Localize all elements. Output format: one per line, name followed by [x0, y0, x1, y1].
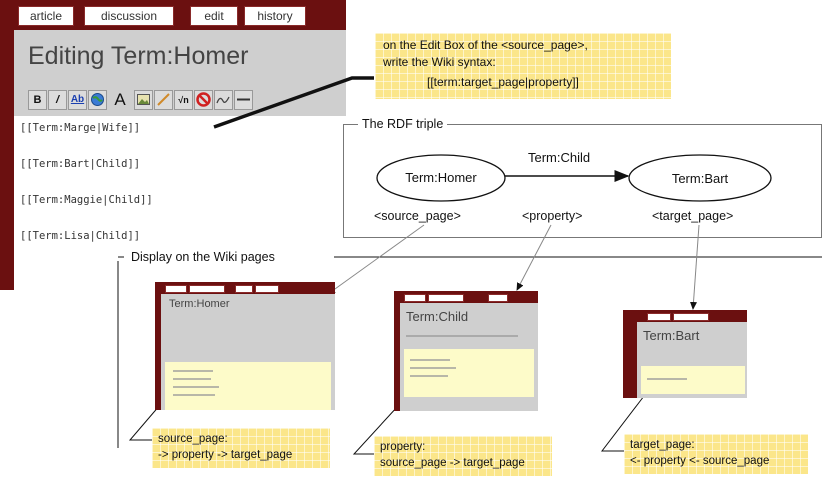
note-line: target_page:: [630, 439, 695, 451]
note-line: write the Wiki syntax:: [383, 55, 496, 69]
mini-tab: [428, 294, 464, 302]
thumb-title: Term:Homer: [169, 298, 230, 310]
link-icon[interactable]: Ab: [68, 90, 87, 110]
wiki-syntax-note: on the Edit Box of the <source_page>, wr…: [375, 33, 671, 99]
code-line: [[Term:Maggie|Child]]: [20, 194, 153, 206]
mini-tab: [235, 285, 253, 293]
note-line: property:: [380, 441, 426, 453]
signature-icon[interactable]: [214, 90, 233, 110]
mini-tab: [404, 294, 426, 302]
thumb-relations: [165, 362, 331, 410]
source-role-arrow: [327, 224, 425, 295]
note-line: source_page:: [158, 433, 228, 445]
mini-tab: [165, 285, 187, 293]
thumbnail-homer: Term:Homer: [155, 282, 335, 410]
media-icon[interactable]: [154, 90, 173, 110]
note-line: -> property -> target_page: [158, 449, 293, 461]
display-section-label: Display on the Wiki pages: [128, 250, 278, 264]
source-note-pointer: [128, 397, 167, 441]
target-role-arrow: [690, 224, 700, 310]
note-line: <- property <- source_page: [630, 455, 770, 467]
code-line: [[Term:Bart|Child]]: [20, 158, 141, 170]
thumbnail-child: Term:Child: [394, 291, 538, 411]
target-note-pointer: [600, 395, 645, 452]
target-role-label: <target_page>: [652, 209, 734, 223]
source-page-note: source_page: -> property -> target_page: [152, 428, 330, 468]
tab-edit[interactable]: edit: [190, 6, 238, 26]
italic-icon[interactable]: /: [48, 90, 67, 110]
nowiki-icon[interactable]: [194, 90, 213, 110]
mini-tab: [673, 313, 709, 321]
target-page-note: target_page: <- property <- source_page: [624, 434, 808, 474]
thumb-title: Term:Child: [406, 309, 469, 324]
editor-panel: Editing Term:Homer B / Ab A √n: [14, 30, 346, 290]
mini-tab: [488, 294, 508, 302]
globe-icon[interactable]: [88, 90, 107, 110]
note-line: source_page -> target_page: [380, 457, 525, 469]
source-role-label: <source_page>: [374, 209, 461, 223]
tab-article[interactable]: article: [18, 6, 74, 26]
property-note: property: source_page -> target_page: [374, 436, 552, 476]
headline-icon[interactable]: A: [108, 90, 132, 110]
bold-icon[interactable]: B: [28, 90, 47, 110]
thumb-panel: Term:Homer: [161, 294, 335, 410]
mini-tab: [255, 285, 279, 293]
note-line: on the Edit Box of the <source_page>,: [383, 38, 588, 52]
note-pointer-line: [213, 76, 374, 129]
subject-label: Term:Homer: [405, 170, 477, 185]
thumb-relations: [641, 366, 745, 394]
wiki-editor-screenshot: article discussion edit history Editing …: [0, 0, 346, 290]
rdf-triple-label: The RDF triple: [358, 117, 448, 131]
thumb-relations: [404, 349, 534, 397]
mini-tab: [647, 313, 671, 321]
thumbnail-bart: Term:Bart: [623, 310, 747, 398]
code-line: [[Term:Marge|Wife]]: [20, 122, 141, 134]
thumb-panel: Term:Bart: [637, 322, 747, 398]
object-label: Term:Bart: [671, 171, 729, 186]
hr-icon[interactable]: [234, 90, 253, 110]
predicate-label: Term:Child: [528, 150, 591, 165]
property-note-pointer: [352, 405, 399, 455]
mini-tab: [189, 285, 225, 293]
tab-discussion[interactable]: discussion: [84, 6, 174, 26]
property-role-arrow: [516, 224, 552, 291]
math-icon[interactable]: √n: [174, 90, 193, 110]
subject-ellipse: [376, 154, 506, 202]
thumb-panel: Term:Child: [400, 303, 538, 411]
page-title: Editing Term:Homer: [28, 42, 249, 70]
thumb-title: Term:Bart: [643, 328, 700, 343]
code-line: [[Term:Lisa|Child]]: [20, 230, 141, 242]
note-syntax: [[term:target_page|property]]: [427, 75, 579, 89]
tab-history[interactable]: history: [244, 6, 306, 26]
image-icon[interactable]: [134, 90, 153, 110]
property-role-label: <property>: [522, 209, 583, 223]
